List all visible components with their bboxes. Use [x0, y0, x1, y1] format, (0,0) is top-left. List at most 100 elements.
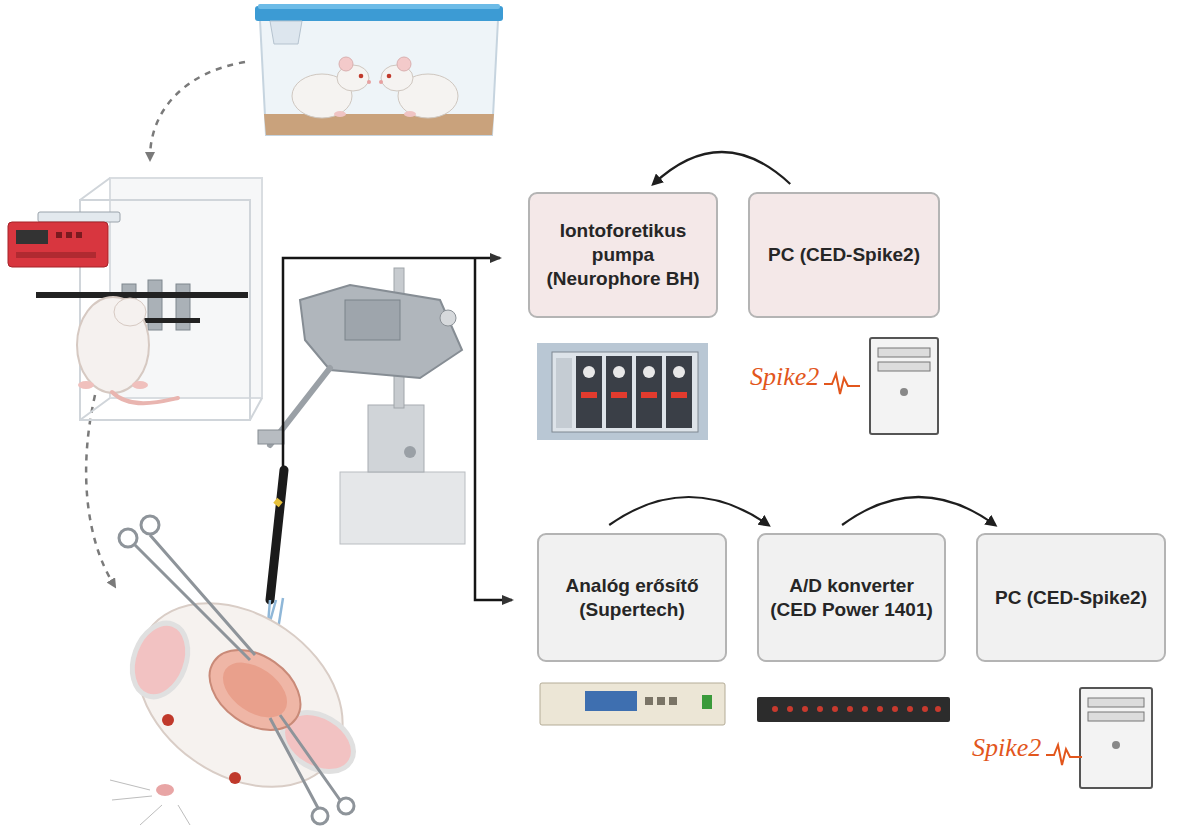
stereotaxic-frame-part: [176, 284, 190, 330]
forceps-part: [119, 529, 137, 547]
process-box: PC (CED-Spike2): [748, 192, 940, 318]
rat-head-part: [229, 772, 241, 784]
flow-arrow: [609, 497, 768, 525]
stereotaxic-frame: [8, 178, 262, 420]
transfer-arrow-part: [150, 62, 245, 158]
rat-cage-part: [260, 20, 498, 135]
amplifier-photo-part: [540, 683, 725, 725]
computer-tower-part: [1080, 688, 1152, 788]
spike-waveform-part: [824, 374, 860, 394]
ad-converter-photo-part: [847, 706, 853, 712]
ad-converter-photo-part: [802, 706, 808, 712]
rat-cage: [255, 4, 503, 135]
rat-head-part: [156, 784, 174, 796]
transfer-arrow-part: [86, 395, 114, 585]
iontophoresis-pump-photo-part: [583, 366, 595, 378]
forceps-part: [135, 535, 255, 660]
iontophoresis-pump-photo: [537, 343, 708, 440]
box-label: A/D konverter (CED Power 1401): [769, 574, 934, 622]
iontophoresis-pump-photo-part: [537, 343, 708, 440]
stereotaxic-frame-part: [132, 381, 148, 389]
ad-converter-photo-part: [877, 706, 883, 712]
wire-part: [283, 258, 500, 470]
rat-head-part: [102, 565, 377, 825]
rat-cage-part: [270, 21, 302, 44]
flow-arrow: [653, 152, 790, 184]
iontophoresis-pump-photo-part: [643, 366, 655, 378]
iontophoresis-pump-photo-part: [606, 356, 632, 428]
iontophoresis-pump-photo-part: [666, 356, 692, 428]
box-label: Iontoforetikus pumpa (Neurophore BH): [540, 219, 706, 291]
rat-head-part: [110, 780, 190, 825]
rat-cage-part: [258, 4, 500, 9]
stereotaxic-frame-part: [56, 232, 62, 238]
iontophoresis-pump-photo-part: [581, 392, 597, 398]
computer-tower-part: [1088, 698, 1144, 707]
wire: [283, 258, 512, 600]
ad-converter-photo-part: [922, 706, 928, 712]
software-logo-text: Spike2: [972, 733, 1041, 763]
stereotaxic-frame-part: [8, 222, 108, 267]
spike-waveform-part: [1046, 745, 1082, 765]
stereotaxic-frame-part: [76, 232, 82, 238]
rat-head-part: [123, 615, 198, 704]
iontophoresis-pump-photo-part: [556, 358, 572, 428]
stereotaxic-frame-part: [112, 392, 178, 403]
ad-converter-photo-part: [772, 706, 778, 712]
iontophoresis-pump-photo-part: [552, 352, 698, 432]
ad-converter-photo-part: [787, 706, 793, 712]
amplifier-photo-part: [645, 697, 653, 705]
forceps-part: [141, 516, 159, 534]
electrode-part: [276, 500, 280, 505]
box-label: PC (CED-Spike2): [768, 243, 920, 267]
computer-tower-part: [870, 338, 938, 434]
forceps-part: [338, 798, 354, 814]
stereotaxic-frame-part: [36, 292, 248, 298]
manipulator-part: [300, 285, 462, 378]
forceps-part: [270, 715, 340, 808]
rat-head: [102, 565, 377, 825]
stereotaxic-frame-part: [16, 252, 96, 258]
rat-cage-part: [387, 74, 392, 79]
box-label: Analóg erősítő (Supertech): [549, 574, 715, 622]
amplifier-photo-part: [585, 691, 637, 711]
forceps: [119, 516, 354, 824]
software-logo-text: Spike2: [750, 362, 819, 392]
manipulator-part: [404, 446, 416, 458]
process-box: Analóg erősítő (Supertech): [537, 533, 727, 662]
amplifier-photo: [540, 683, 725, 725]
iontophoresis-pump-photo-part: [671, 392, 687, 398]
rat-head-part: [162, 714, 174, 726]
amplifier-photo-part: [669, 697, 677, 705]
ad-converter-photo-part: [892, 706, 898, 712]
ad-converter-photo-part: [862, 706, 868, 712]
stereotaxic-frame-part: [114, 298, 146, 326]
computer-tower-part: [1112, 741, 1120, 749]
stereotaxic-frame-part: [78, 381, 94, 389]
rat-cage-part: [334, 111, 346, 117]
stereotaxic-frame-part: [140, 318, 200, 323]
amplifier-photo-part: [702, 695, 712, 709]
computer-tower-part: [1088, 712, 1144, 721]
electrode-part: [270, 470, 284, 600]
computer-tower-part: [900, 388, 908, 396]
rat-cage-part: [404, 111, 416, 117]
ad-converter-photo-part: [832, 706, 838, 712]
computer-tower-part: [878, 348, 930, 357]
process-box: A/D konverter (CED Power 1401): [757, 533, 946, 662]
stereotaxic-frame-part: [38, 212, 120, 222]
rat-cage-part: [264, 114, 494, 135]
ad-converter-photo-part: [935, 706, 941, 712]
rat-head-part: [195, 633, 316, 746]
manipulator-part: [340, 472, 465, 544]
iontophoresis-pump-photo-part: [641, 392, 657, 398]
rat-cage-part: [397, 57, 411, 71]
rat-head-part: [213, 651, 297, 728]
manipulator-part: [440, 310, 456, 326]
iontophoresis-pump-photo-part: [611, 392, 627, 398]
rat-cage-part: [359, 74, 364, 79]
